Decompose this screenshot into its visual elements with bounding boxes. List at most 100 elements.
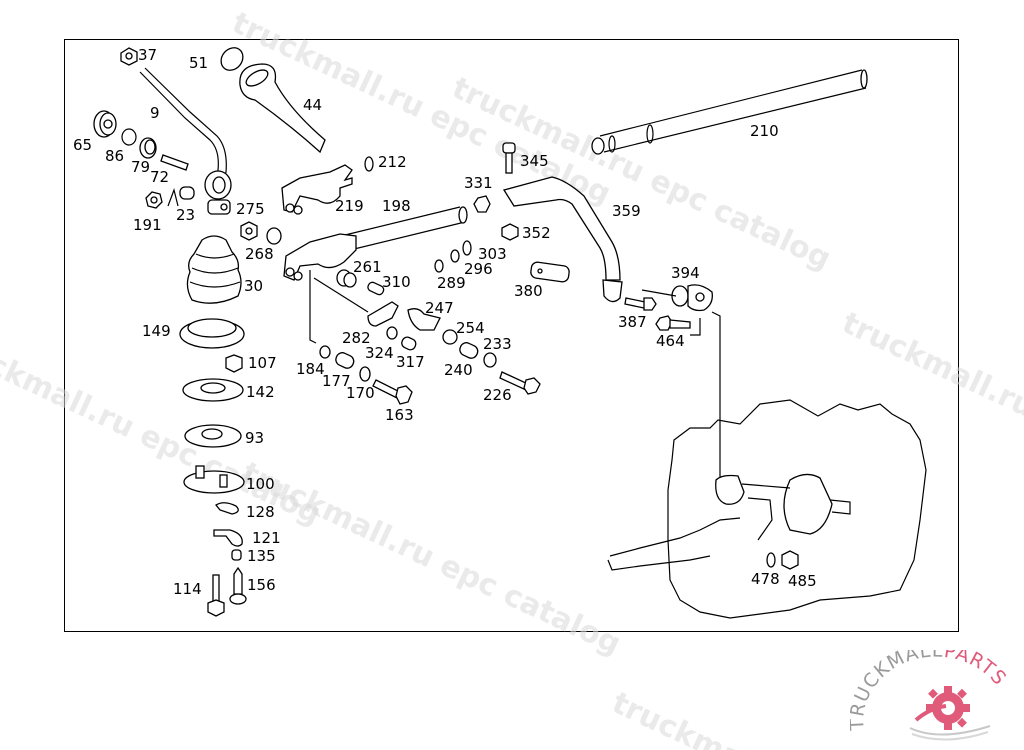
callout-121[interactable]: 121 [252, 529, 281, 547]
part-394-joint[interactable] [671, 284, 713, 312]
callout-394[interactable]: 394 [671, 264, 700, 282]
callout-128[interactable]: 128 [246, 503, 275, 521]
callout-352[interactable]: 352 [522, 224, 551, 242]
part-485-nut[interactable] [781, 550, 799, 570]
part-9-shift-lever[interactable] [139, 67, 232, 215]
part-233-washer[interactable] [483, 352, 497, 368]
part-gearbox-housing[interactable] [607, 399, 927, 619]
part-79-bush[interactable] [139, 137, 157, 159]
callout-37[interactable]: 37 [138, 46, 157, 64]
part-100-base-plate[interactable] [183, 465, 245, 494]
callout-198[interactable]: 198 [382, 197, 411, 215]
callout-310[interactable]: 310 [382, 273, 411, 291]
part-121-lever[interactable] [213, 529, 243, 547]
callout-247[interactable]: 247 [425, 299, 454, 317]
callout-464[interactable]: 464 [656, 332, 685, 350]
callout-331[interactable]: 331 [464, 174, 493, 192]
callout-149[interactable]: 149 [142, 322, 171, 340]
part-478-washer[interactable] [766, 552, 776, 568]
callout-86[interactable]: 86 [105, 147, 124, 165]
callout-79[interactable]: 79 [131, 158, 150, 176]
callout-163[interactable]: 163 [385, 406, 414, 424]
part-219-bracket[interactable] [281, 164, 353, 215]
callout-30[interactable]: 30 [244, 277, 263, 295]
callout-100[interactable]: 100 [246, 475, 275, 493]
part-86-circlip[interactable] [121, 128, 137, 146]
part-289-washer[interactable] [434, 259, 444, 273]
callout-268[interactable]: 268 [245, 245, 274, 263]
part-352-nut[interactable] [501, 223, 519, 241]
callout-107[interactable]: 107 [248, 354, 277, 372]
part-156-screw[interactable] [229, 566, 247, 605]
callout-233[interactable]: 233 [483, 335, 512, 353]
callout-478[interactable]: 478 [751, 570, 780, 588]
callout-142[interactable]: 142 [246, 383, 275, 401]
callout-191[interactable]: 191 [133, 216, 162, 234]
part-254-bush[interactable] [442, 329, 458, 345]
callout-226[interactable]: 226 [483, 386, 512, 404]
part-210-shift-shaft[interactable] [591, 69, 868, 155]
part-114-bolt[interactable] [207, 574, 225, 617]
part-149-seal-ring[interactable] [179, 318, 245, 349]
callout-380[interactable]: 380 [514, 282, 543, 300]
part-65-bushing[interactable] [93, 110, 117, 138]
part-331-clip[interactable] [473, 195, 491, 213]
callout-240[interactable]: 240 [444, 361, 473, 379]
part-212-o-ring[interactable] [364, 156, 374, 172]
part-37-nut[interactable] [120, 47, 138, 66]
callout-485[interactable]: 485 [788, 572, 817, 590]
part-128-clip[interactable] [215, 502, 239, 515]
part-177-bush[interactable] [334, 351, 356, 370]
part-268-spring[interactable] [266, 227, 282, 245]
callout-359[interactable]: 359 [612, 202, 641, 220]
part-240-sleeve[interactable] [458, 341, 480, 360]
part-387-bolt[interactable] [624, 297, 657, 311]
part-303-washer[interactable] [462, 240, 472, 256]
part-345-bolt[interactable] [502, 142, 516, 174]
callout-44[interactable]: 44 [303, 96, 322, 114]
part-44-shift-knob[interactable] [239, 63, 326, 154]
part-282-lever[interactable] [367, 301, 399, 327]
callout-219[interactable]: 219 [335, 197, 364, 215]
part-30-rubber-boot[interactable] [186, 235, 242, 304]
callout-303[interactable]: 303 [478, 245, 507, 263]
part-310-pin[interactable] [367, 281, 385, 296]
callout-317[interactable]: 317 [396, 353, 425, 371]
part-23-sleeve[interactable] [167, 186, 195, 207]
part-317-bush[interactable] [400, 336, 417, 352]
callout-65[interactable]: 65 [73, 136, 92, 154]
part-359-shift-rod[interactable] [502, 176, 623, 303]
callout-261[interactable]: 261 [353, 258, 382, 276]
part-184-washer[interactable] [319, 345, 331, 359]
part-51-cap[interactable] [217, 43, 248, 74]
part-198-selector-shaft[interactable] [283, 206, 468, 281]
part-142-plate[interactable] [182, 378, 244, 402]
callout-184[interactable]: 184 [296, 360, 325, 378]
callout-324[interactable]: 324 [365, 344, 394, 362]
part-296-washer[interactable] [450, 249, 460, 263]
callout-114[interactable]: 114 [173, 580, 202, 598]
part-380-sleeve[interactable] [530, 261, 570, 283]
callout-275[interactable]: 275 [236, 200, 265, 218]
callout-345[interactable]: 345 [520, 152, 549, 170]
callout-170[interactable]: 170 [346, 384, 375, 402]
callout-296[interactable]: 296 [464, 260, 493, 278]
part-261-spring[interactable] [336, 269, 357, 288]
callout-212[interactable]: 212 [378, 153, 407, 171]
callout-93[interactable]: 93 [245, 429, 264, 447]
part-324-washer[interactable] [386, 326, 398, 340]
callout-72[interactable]: 72 [150, 168, 169, 186]
part-163-bolt[interactable] [372, 379, 413, 405]
part-135-cap[interactable] [231, 549, 242, 561]
callout-387[interactable]: 387 [618, 313, 647, 331]
part-275-nut[interactable] [240, 221, 258, 241]
callout-156[interactable]: 156 [247, 576, 276, 594]
callout-177[interactable]: 177 [322, 372, 351, 390]
callout-282[interactable]: 282 [342, 329, 371, 347]
callout-9[interactable]: 9 [150, 104, 160, 122]
callout-210[interactable]: 210 [750, 122, 779, 140]
callout-135[interactable]: 135 [247, 547, 276, 565]
part-107-nut[interactable] [225, 354, 243, 373]
part-226-bolt[interactable] [499, 371, 541, 395]
callout-289[interactable]: 289 [437, 274, 466, 292]
